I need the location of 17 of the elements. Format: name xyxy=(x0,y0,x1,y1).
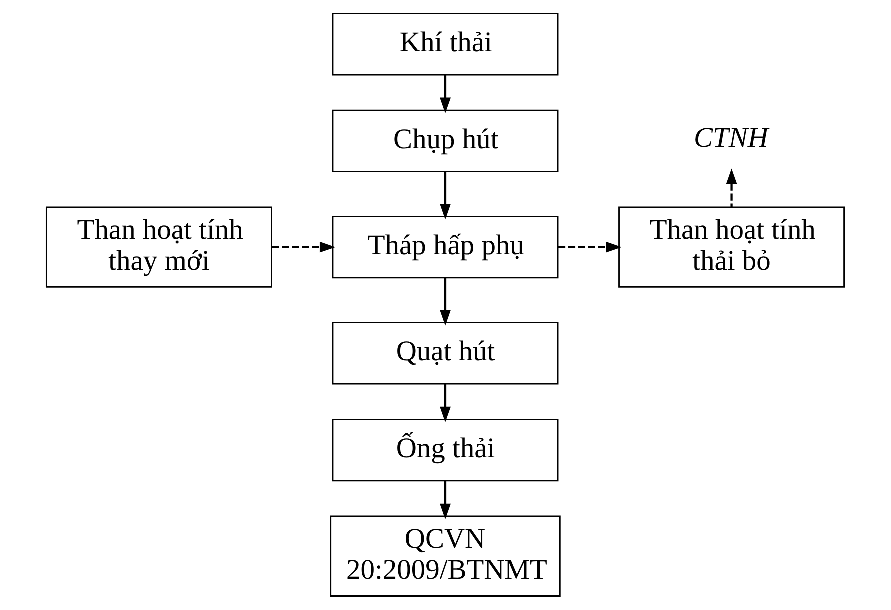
node-box: Ống thải xyxy=(332,418,559,482)
arrow xyxy=(440,278,451,326)
arrow xyxy=(440,75,451,114)
node-box: Chụp hút xyxy=(332,110,559,173)
arrow xyxy=(272,242,336,253)
node-box: Tháp hấp phụ xyxy=(332,216,559,279)
node-box: Quạt hút xyxy=(332,322,559,385)
arrow xyxy=(558,242,622,253)
node-box: Than hoạt tính thay mới xyxy=(46,206,272,288)
node-box: Than hoạt tính thải bỏ xyxy=(618,206,846,288)
node-text: CTNH xyxy=(694,122,768,154)
arrow xyxy=(726,168,738,208)
arrow xyxy=(440,384,451,423)
node-box: Khí thải xyxy=(332,13,559,76)
node-box: QCVN 20:2009/BTNMT xyxy=(330,516,561,597)
arrow xyxy=(440,481,451,520)
arrow xyxy=(440,172,451,220)
